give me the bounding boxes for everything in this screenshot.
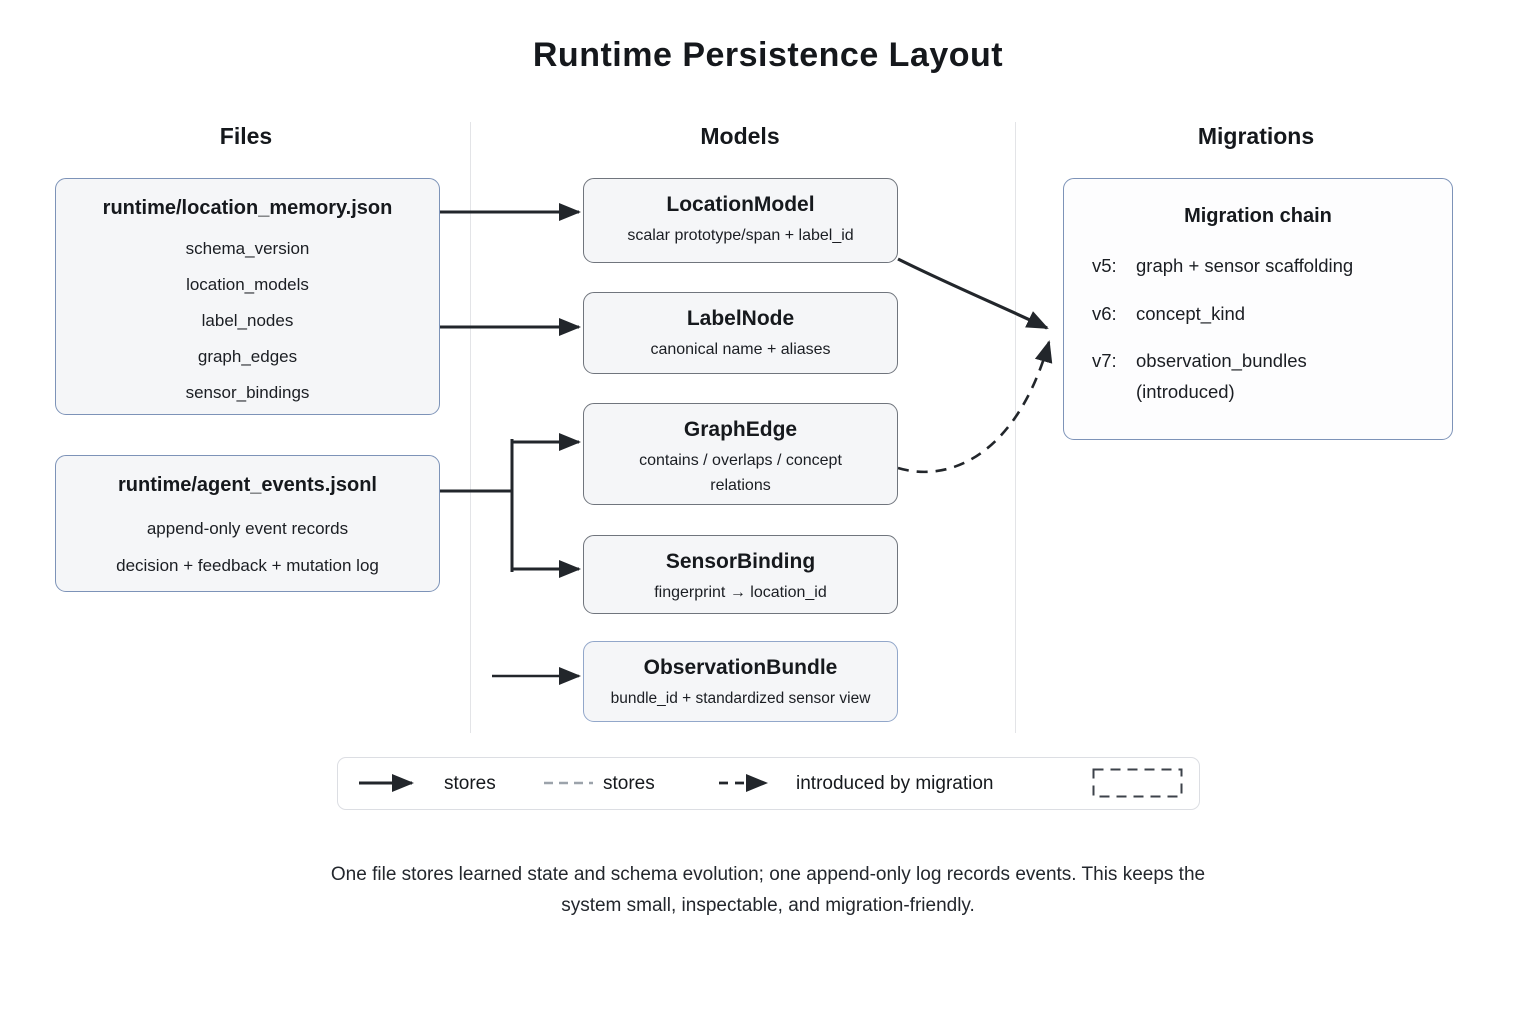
- column-header-migrations: Migrations: [1197, 123, 1315, 149]
- file-field: append-only event records: [146, 519, 349, 538]
- legend-label-stores-dashed: stores: [603, 773, 655, 794]
- caption-line-1: One file stores learned state and schema…: [330, 864, 1206, 885]
- arrow-graphedge-migrations-dashed: [897, 340, 1053, 474]
- legend-glyphs: [359, 768, 1183, 798]
- migration-entry-v5: v5: graph + sensor scaffolding: [1092, 255, 1353, 277]
- file-fields: schema_version location_models label_nod…: [56, 231, 439, 411]
- migration-version: v5:: [1092, 255, 1117, 276]
- file-box-agent-events: runtime/agent_events.jsonl append-only e…: [55, 455, 440, 592]
- file-field: sensor_bindings: [185, 383, 310, 402]
- model-box-observationbundle: ObservationBundle bundle_id + standardiz…: [583, 641, 898, 722]
- file-field: decision + feedback + mutation log: [116, 556, 379, 575]
- model-desc: fingerprint → location_id: [654, 584, 827, 601]
- migration-desc-line2: (introduced): [1136, 381, 1235, 402]
- arrow-locationmodel-migrations: [897, 257, 1049, 330]
- model-name: ObservationBundle: [643, 656, 838, 679]
- page-title: Runtime Persistence Layout: [532, 36, 1004, 74]
- file-name: runtime/agent_events.jsonl: [118, 474, 377, 496]
- column-header-files: Files: [219, 123, 273, 149]
- migration-entry-v7: v7: observation_bundles: [1092, 350, 1307, 372]
- column-divider-left: [470, 122, 471, 733]
- model-name: LabelNode: [686, 307, 795, 330]
- column-header-models: Models: [700, 123, 780, 149]
- migration-version: v7:: [1092, 350, 1117, 371]
- legend: stores stores introduced by migration: [337, 757, 1200, 810]
- migration-chain-box: Migration chain v5: graph + sensor scaffo…: [1063, 178, 1453, 440]
- migration-version: v6:: [1092, 303, 1117, 324]
- migration-desc: observation_bundles: [1136, 350, 1307, 371]
- migration-desc: concept_kind: [1136, 303, 1246, 324]
- legend-dashed-rect-icon: [1092, 768, 1183, 798]
- model-desc: canonical name + aliases: [650, 341, 831, 358]
- column-divider-right: [1015, 122, 1016, 733]
- file-field: schema_version: [185, 239, 310, 258]
- model-name: SensorBinding: [665, 550, 816, 573]
- model-name: LocationModel: [666, 193, 815, 216]
- file-field: graph_edges: [197, 347, 298, 366]
- file-name: runtime/location_memory.json: [102, 197, 393, 219]
- model-name: GraphEdge: [683, 418, 798, 441]
- model-box-graphedge: GraphEdge contains / overlaps / concept …: [583, 403, 898, 505]
- model-desc: contains / overlaps / concept relations: [639, 452, 842, 494]
- file-fields: append-only event records decision + fee…: [56, 510, 439, 584]
- file-box-location-memory: runtime/location_memory.json schema_vers…: [55, 178, 440, 415]
- caption-line-2: system small, inspectable, and migration…: [561, 895, 975, 916]
- model-desc: scalar prototype/span + label_id: [627, 227, 854, 244]
- model-desc: bundle_id + standardized sensor view: [610, 690, 871, 707]
- model-box-sensorbinding: SensorBinding fingerprint → location_id: [583, 535, 898, 614]
- legend-label-stores-solid: stores: [444, 773, 496, 794]
- file-field: label_nodes: [201, 311, 294, 330]
- model-box-labelnode: LabelNode canonical name + aliases: [583, 292, 898, 374]
- model-box-locationmodel: LocationModel scalar prototype/span + la…: [583, 178, 898, 263]
- file-field: location_models: [186, 275, 309, 294]
- legend-label-introduced: introduced by migration: [796, 773, 994, 794]
- migration-box-title: Migration chain: [1184, 205, 1332, 227]
- migration-entry-v6: v6: concept_kind: [1092, 303, 1245, 325]
- migration-desc: graph + sensor scaffolding: [1136, 255, 1354, 276]
